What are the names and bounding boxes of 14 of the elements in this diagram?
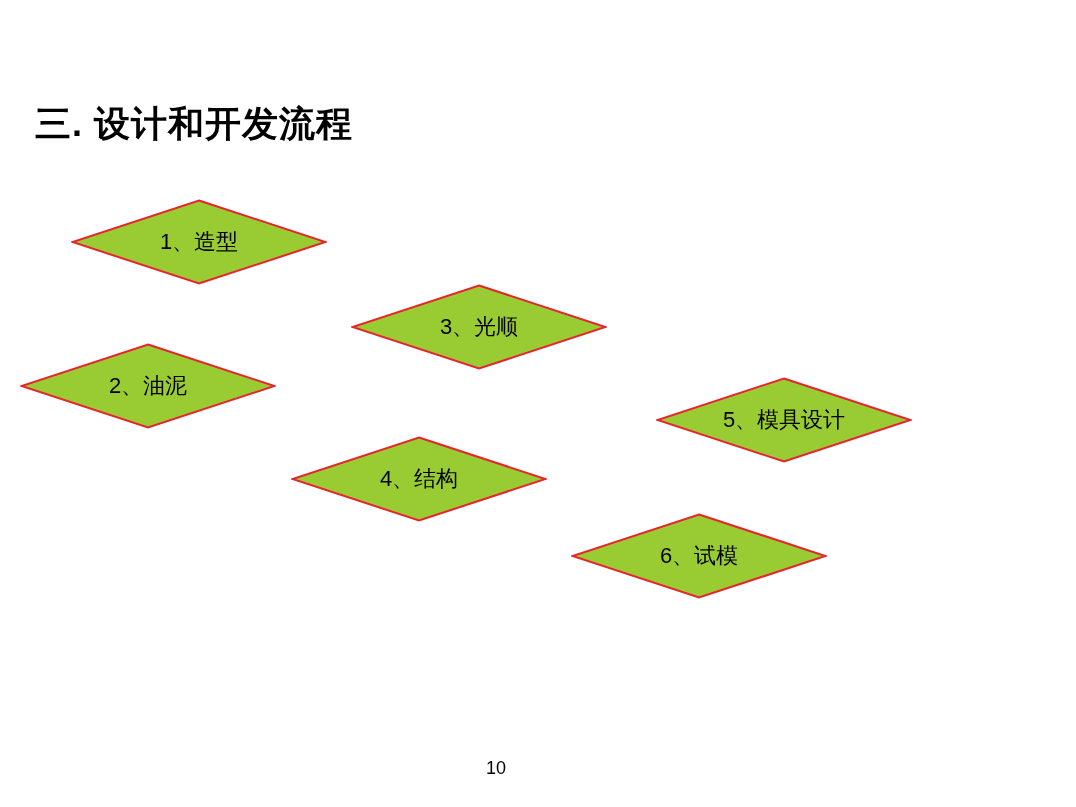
step-label: 6、试模 — [659, 542, 739, 570]
process-diamond — [20, 343, 276, 429]
process-diamond — [351, 284, 607, 370]
process-diamond — [291, 436, 547, 522]
step-label: 4、结构 — [379, 465, 459, 493]
step-label: 3、光顺 — [439, 313, 519, 341]
step-label: 5、模具设计 — [722, 406, 846, 434]
process-diamond — [656, 377, 912, 463]
page-number: 10 — [486, 757, 507, 779]
step-label: 2、油泥 — [108, 372, 188, 400]
process-diamond — [571, 513, 827, 599]
slide-title: 三. 设计和开发流程 — [35, 102, 353, 146]
step-label: 1、造型 — [159, 228, 239, 256]
process-diamond — [71, 199, 327, 285]
